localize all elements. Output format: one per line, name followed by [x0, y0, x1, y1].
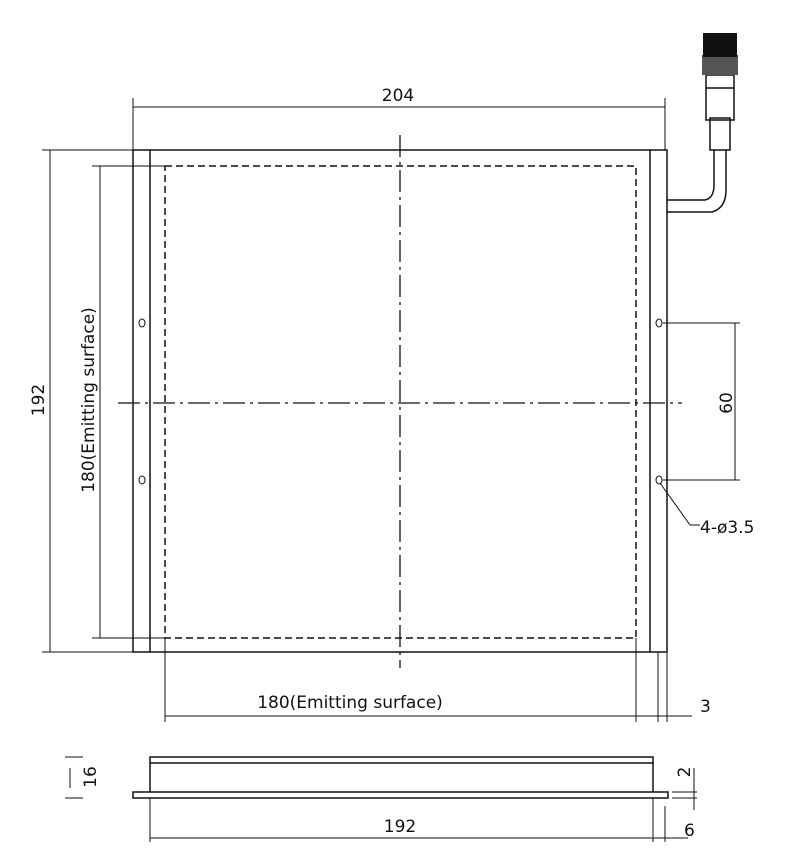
dimension-emitting-height: 180(Emitting surface) [79, 165, 165, 639]
dimension-emitting-width: 180(Emitting surface) [164, 638, 637, 722]
connector-cable-icon [667, 33, 738, 213]
dim-label: 3 [700, 697, 711, 717]
mounting-hole-icon [138, 318, 146, 328]
dim-label: 180(Emitting surface) [79, 307, 99, 493]
dim-label: 204 [382, 86, 414, 106]
top-view [118, 135, 682, 668]
dim-label: 192 [384, 817, 416, 837]
dimension-hole-spacing: 60 [663, 322, 740, 481]
mounting-hole-icon [655, 475, 663, 485]
side-view: 16 192 2 6 [65, 756, 697, 842]
dim-label: 16 [81, 766, 101, 788]
hole-callout: 4-ø3.5 [659, 482, 754, 538]
dimension-flange: 3 [636, 652, 711, 722]
dim-label: 180(Emitting surface) [257, 693, 443, 713]
mounting-hole-icon [138, 475, 146, 485]
dimension-height: 192 [29, 149, 133, 653]
dim-label: 4-ø3.5 [700, 518, 754, 538]
dim-label: 2 [675, 767, 695, 778]
mounting-hole-icon [655, 318, 663, 328]
dimension-width: 204 [132, 86, 666, 150]
dim-label: 192 [29, 384, 49, 416]
dim-label: 60 [717, 392, 737, 414]
dim-label: 6 [684, 821, 695, 841]
